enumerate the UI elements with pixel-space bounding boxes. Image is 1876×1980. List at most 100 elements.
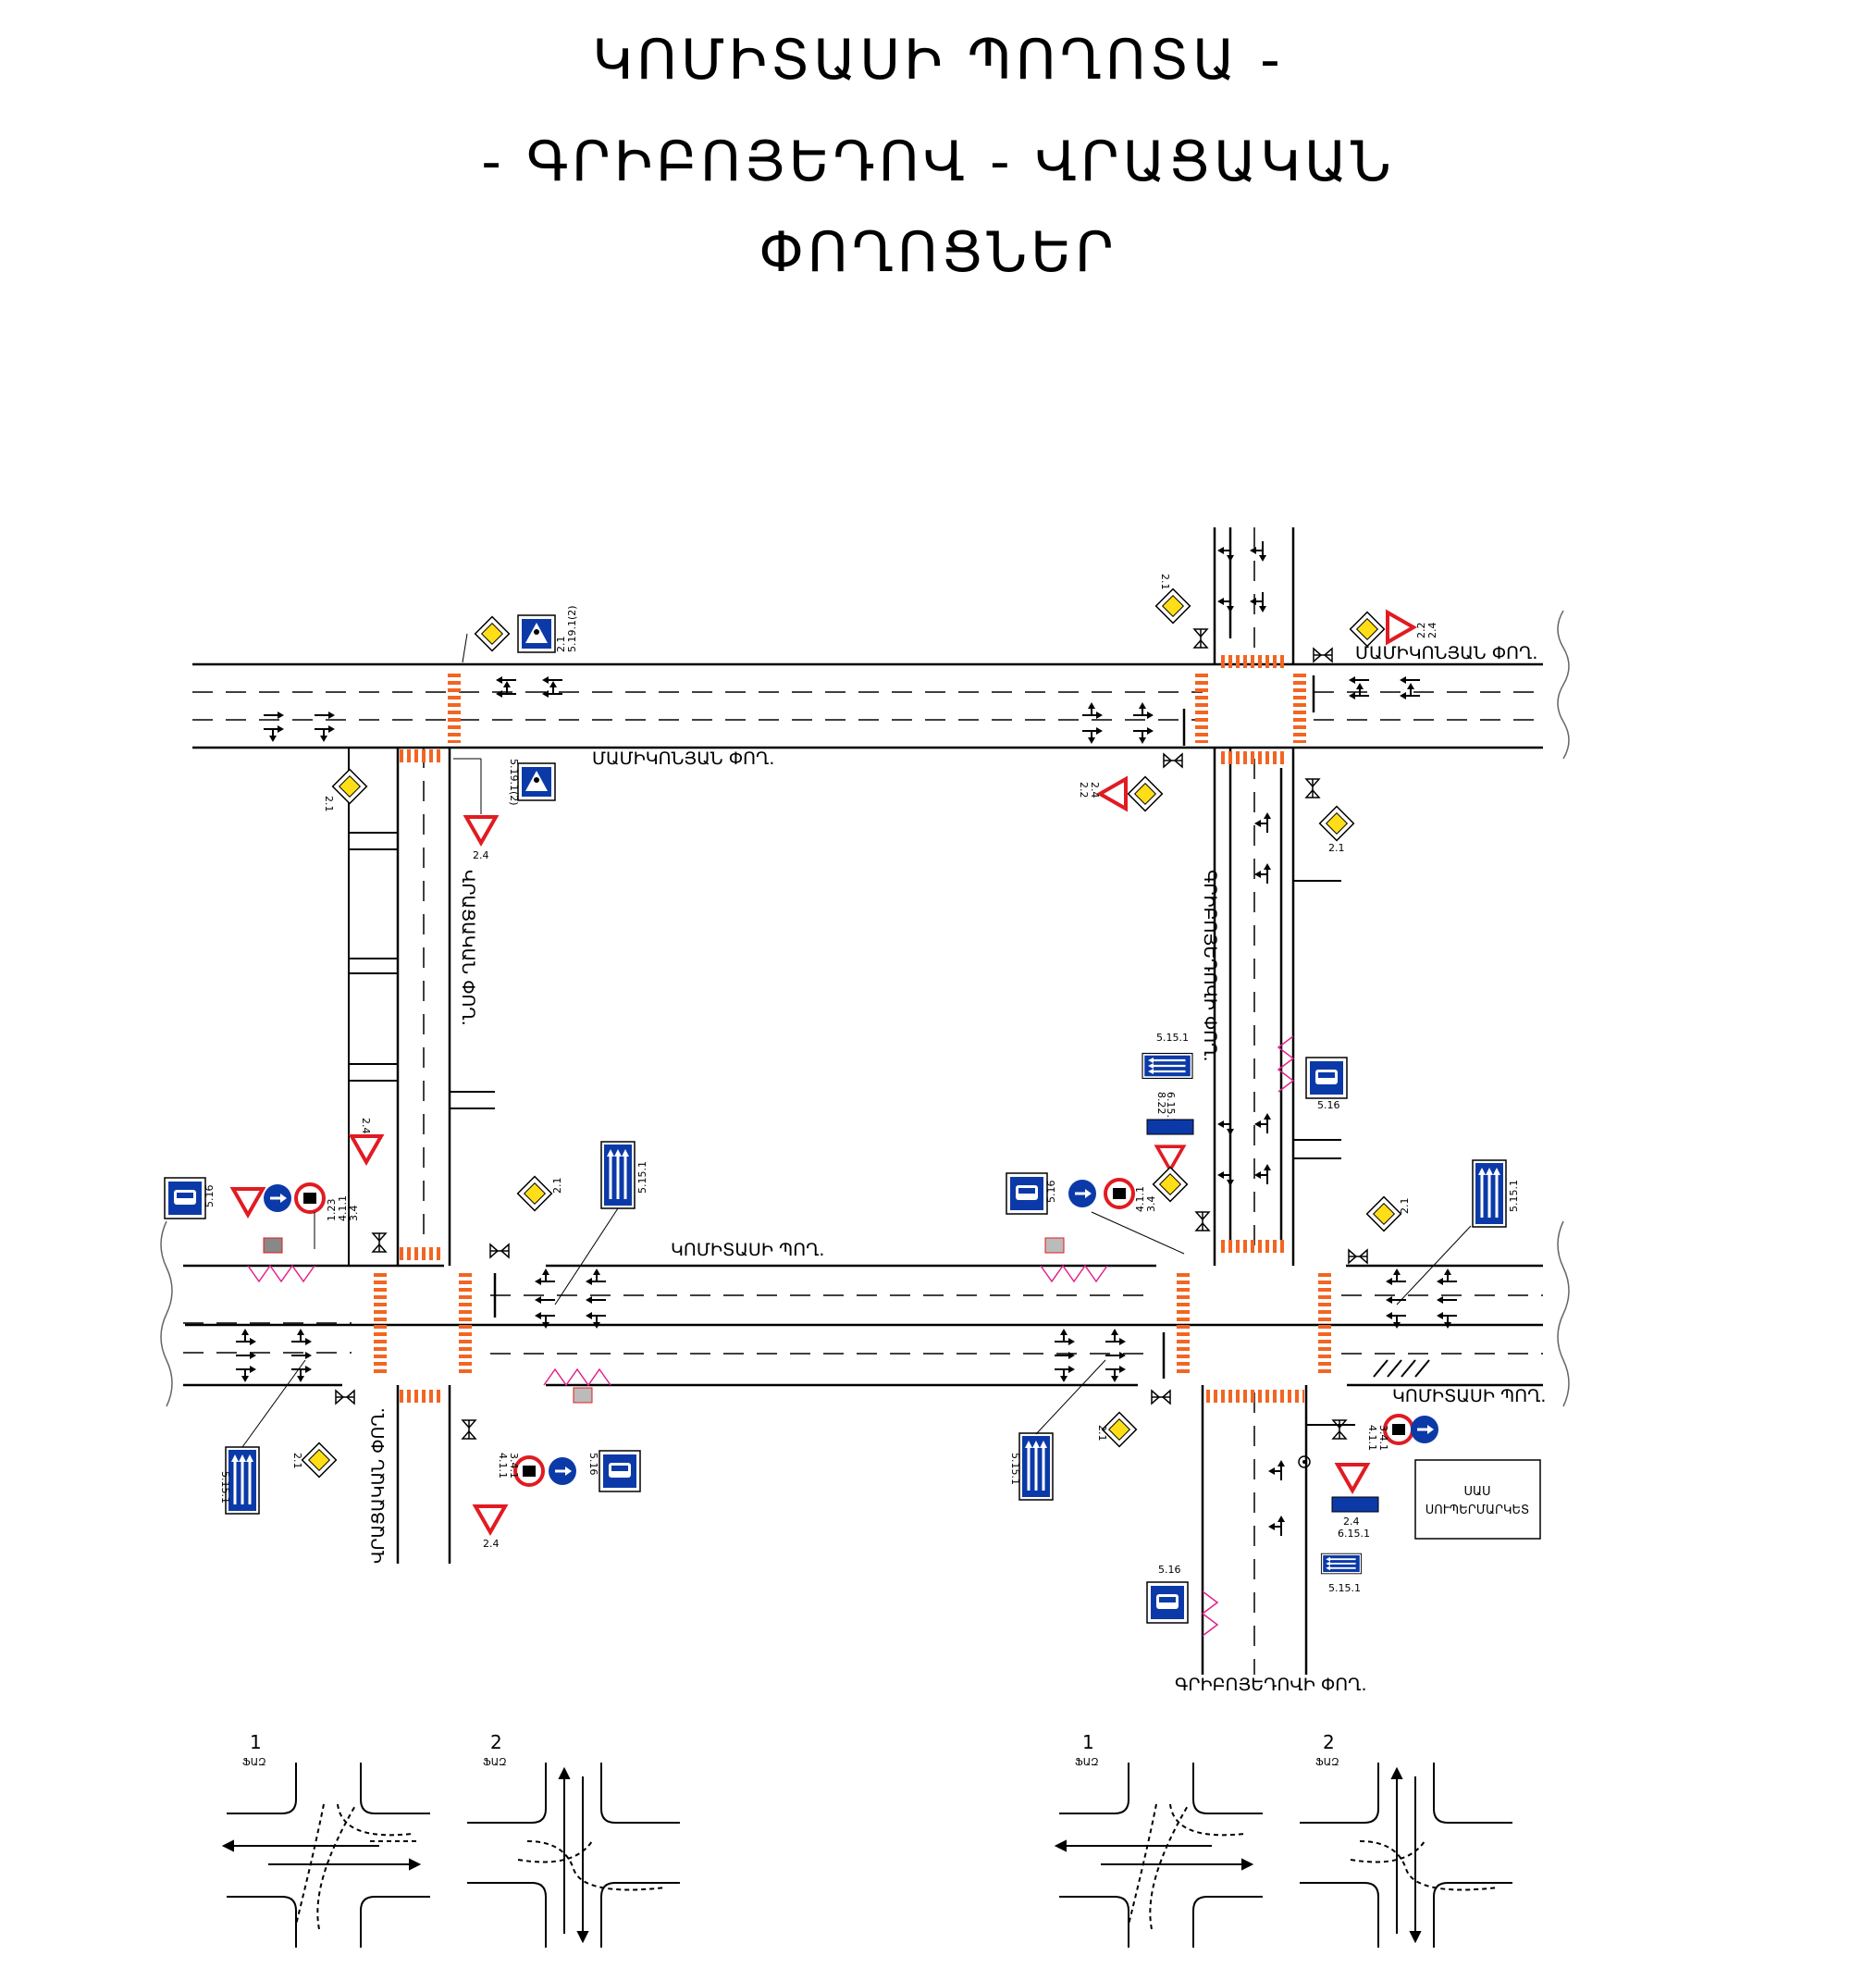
yield-sign-icon	[1386, 611, 1415, 644]
yield-sign-icon	[1336, 1463, 1369, 1492]
street-label-vratsakan-upper: ՎՐԱՑԱԿԱՆ ՓՈՂ.	[458, 870, 478, 1026]
code-411-a: 4.1.1	[1134, 1186, 1146, 1212]
street-label-mamikonyants-right: ՄԱՄԻԿՈՆՅԱՆ ՓՈՂ.	[1355, 643, 1537, 663]
code-411-c: 4.1.1	[497, 1453, 509, 1479]
code-516-e: 5.16	[1158, 1564, 1181, 1576]
code-5191-b: 5.19.1(2)	[508, 759, 520, 806]
lanes-sign-icon	[1471, 1158, 1508, 1229]
code-822: 8.22	[1155, 1092, 1167, 1115]
phase-number: 2	[1323, 1731, 1335, 1753]
bus-stop-sign-icon	[1006, 1172, 1048, 1215]
code-34-a: 3.4	[1145, 1196, 1157, 1213]
direction-sign-icon	[1067, 1178, 1098, 1209]
lanes-sign-icon	[1018, 1431, 1055, 1502]
phase-diagram-4: 2 ՖԱԶ	[1300, 1731, 1512, 1948]
code-34-b: 3.4	[348, 1206, 360, 1222]
code-21-d: 2.1	[1328, 842, 1345, 854]
code-5151-b: 5.15.1	[636, 1161, 648, 1194]
phase-label: ՖԱԶ	[1075, 1756, 1099, 1768]
code-5151-f: 5.15.1	[1328, 1582, 1361, 1594]
no-stopping-sign-icon	[294, 1182, 326, 1214]
title-line-1: ԿՈՄԻՏԱՍԻ ՊՈՂՈՏԱ -	[592, 28, 1284, 93]
lanes-sign-icon	[599, 1140, 636, 1210]
direction-sign-icon	[1409, 1414, 1440, 1445]
road-edges	[183, 527, 1543, 1675]
code-21-b: 2.1	[323, 796, 335, 812]
lane-arrows	[235, 540, 1458, 1537]
landmark-line-2: ՍՈՒՊԵՐՄԱՐԿԵՏ	[1426, 1504, 1529, 1517]
road-signs: 2.1 5.19.1(2) 2.1 5.19.1(2) 2.4 2.1 2.2 …	[164, 574, 1520, 1624]
code-21-e: 2.1	[551, 1178, 563, 1194]
direction-sign-icon	[547, 1455, 578, 1487]
lanes-sign-icon	[1141, 1052, 1194, 1080]
yield-sign-icon	[1098, 777, 1128, 811]
phase-diagram-1: 1 ՖԱԶ	[221, 1731, 430, 1948]
phase-number: 1	[250, 1731, 262, 1753]
street-label-mamikonyants-mid: ՄԱՄԻԿՈՆՅԱՆ ՓՈՂ.	[592, 749, 774, 769]
main-road-sign-icon	[1152, 1166, 1189, 1203]
street-labels: ՄԱՄԻԿՈՆՅԱՆ ՓՈՂ. ՄԱՄԻԿՈՆՅԱՆ ՓՈՂ. ԿՈՄԻՏԱՍԻ…	[368, 643, 1546, 1695]
phase-diagram-3: 1 ՖԱԶ	[1054, 1731, 1263, 1948]
street-label-griboyedov-upper: ԳՐԻԲՈՅԵԴՈՎԻ ՓՈՂ.	[1200, 870, 1220, 1062]
phase-number: 1	[1082, 1731, 1094, 1753]
direction-sign-icon	[262, 1182, 293, 1214]
code-411-b: 4.1.1	[337, 1195, 349, 1221]
code-5191-a: 5.19.1(2)	[566, 605, 578, 652]
bus-stop-sign-icon	[1146, 1581, 1189, 1624]
main-road-sign-icon	[474, 615, 511, 652]
code-21-a: 2.1	[555, 637, 567, 653]
street-label-komitas-mid: ԿՈՄԻՏԱՍԻ ՊՈՂ.	[671, 1240, 824, 1260]
main-road-sign-icon	[301, 1442, 338, 1479]
main-road-sign-icon	[516, 1175, 553, 1212]
yield-sign-icon	[350, 1134, 383, 1164]
fences	[247, 1035, 1295, 1637]
phase-label: ՖԱԶ	[242, 1756, 266, 1768]
street-label-vratsakan-lower: ՎՐԱՑԱԿԱՆ ՓՈՂ.	[368, 1407, 389, 1564]
code-24-a: 2.4	[473, 849, 489, 861]
street-label-griboyedov-lower: ԳՐԻԲՈՅԵԴՈՎԻ ՓՈՂ.	[1175, 1675, 1367, 1695]
code-5151-c: 5.15.1	[1508, 1180, 1520, 1212]
code-24-f: 2.4	[1343, 1516, 1360, 1528]
code-6151-a: 6.15.1	[1165, 1092, 1177, 1124]
phase-label: ՖԱԶ	[483, 1756, 507, 1768]
code-411-d: 4.1.1	[1366, 1425, 1378, 1451]
break-lines	[160, 610, 1570, 1407]
crosswalk-sign-icon	[517, 614, 556, 653]
code-341-a: 3.4.1	[508, 1453, 520, 1479]
code-123: 1.23	[326, 1199, 338, 1222]
lanes-sign-icon	[1320, 1553, 1363, 1575]
code-516-c: 5.16	[204, 1185, 216, 1208]
code-24-c: 2.4	[1089, 782, 1101, 798]
code-24-b: 2.4	[1426, 623, 1438, 639]
main-road-sign-icon	[331, 768, 368, 805]
main-road-sign-icon	[1318, 805, 1355, 842]
code-24-e: 2.4	[483, 1538, 500, 1550]
code-22-a: 2.2	[1415, 623, 1427, 639]
no-stopping-sign-icon	[1104, 1178, 1135, 1209]
yield-sign-icon	[464, 815, 498, 845]
phase-diagram-2: 2 ՖԱԶ	[467, 1731, 680, 1948]
phase-number: 2	[490, 1731, 502, 1753]
code-21-f: 2.1	[1399, 1198, 1411, 1215]
code-21-h: 2.1	[1096, 1425, 1108, 1442]
supermarket-landmark: ՍԱՍ ՍՈՒՊԵՐՄԱՐԿԵՏ	[1414, 1459, 1541, 1540]
main-road-sign-icon	[1349, 611, 1386, 648]
code-5151-d: 5.15.1	[219, 1471, 231, 1504]
code-516-d: 5.16	[587, 1453, 599, 1476]
code-5151-a: 5.15.1	[1156, 1032, 1189, 1044]
street-label-komitas-right: ԿՈՄԻՏԱՍԻ ՊՈՂ.	[1392, 1386, 1546, 1406]
phase-label: ՖԱԶ	[1315, 1756, 1339, 1768]
crosswalks	[374, 655, 1331, 1403]
center-line	[185, 527, 1543, 1379]
children-sign-icon	[231, 1187, 265, 1217]
code-5151-e: 5.15.1	[1009, 1453, 1021, 1485]
crosswalk-sign-icon	[517, 762, 556, 801]
bus-stop-sign-icon	[599, 1450, 641, 1492]
code-341-b: 3.4.1	[1377, 1425, 1389, 1451]
landmark-line-1: ՍԱՍ	[1464, 1485, 1491, 1499]
yield-sign-icon	[474, 1504, 507, 1534]
main-road-sign-icon	[1127, 775, 1164, 812]
code-22-b: 2.2	[1078, 782, 1090, 798]
code-21-g: 2.1	[291, 1453, 303, 1469]
